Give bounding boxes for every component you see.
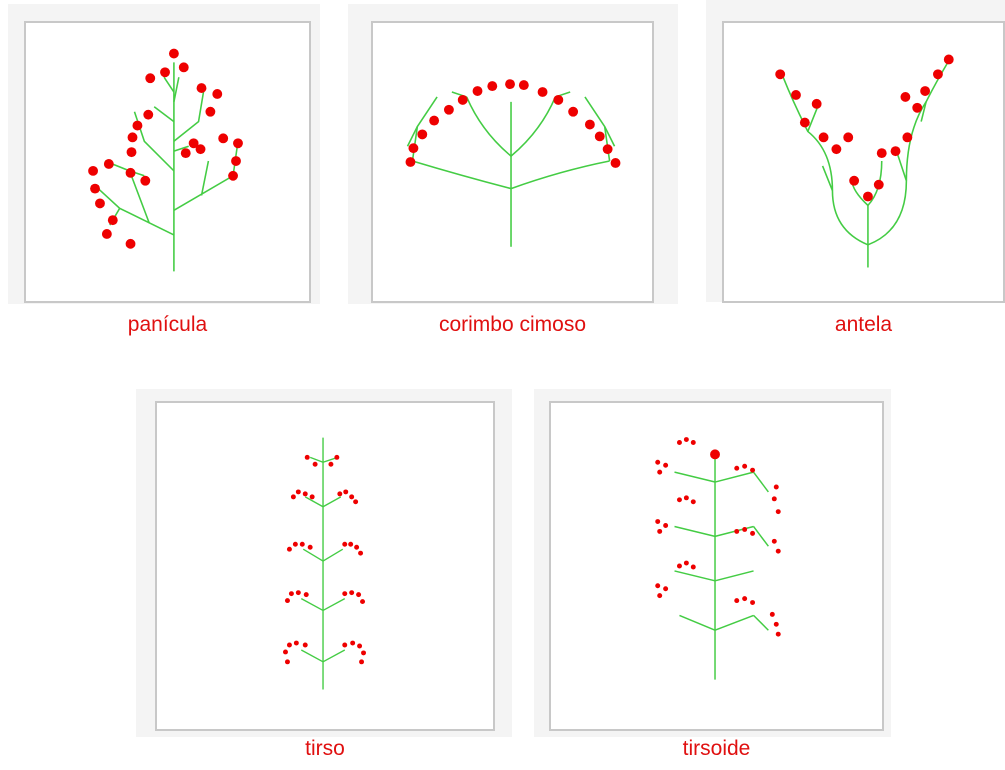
- antela-illustration: [775, 54, 954, 268]
- corimbo-illustration: [405, 79, 621, 247]
- tirsoide-illustration: [655, 437, 781, 680]
- antela-flowers: [775, 54, 954, 202]
- tirso-illustration: [283, 437, 366, 690]
- antela-caption: antela: [834, 313, 893, 336]
- tirso-flowers: [283, 454, 366, 665]
- panicula-flowers: [88, 48, 243, 249]
- corimbo-caption: corimbo cimoso: [438, 313, 587, 336]
- panicula-illustration: [88, 48, 243, 272]
- corimbo-flowers: [405, 79, 621, 168]
- tirsoide-diagram: [549, 401, 884, 731]
- tirso-diagram: [155, 401, 495, 731]
- tirsoide-caption: tirsoide: [682, 737, 751, 760]
- panicula-caption: panícula: [127, 313, 208, 336]
- tirsoide-flowers: [655, 437, 781, 637]
- tirso-caption: tirso: [305, 737, 345, 760]
- panicula-diagram: [24, 21, 311, 303]
- antela-diagram: [722, 21, 1005, 303]
- corimbo-diagram: [371, 21, 654, 303]
